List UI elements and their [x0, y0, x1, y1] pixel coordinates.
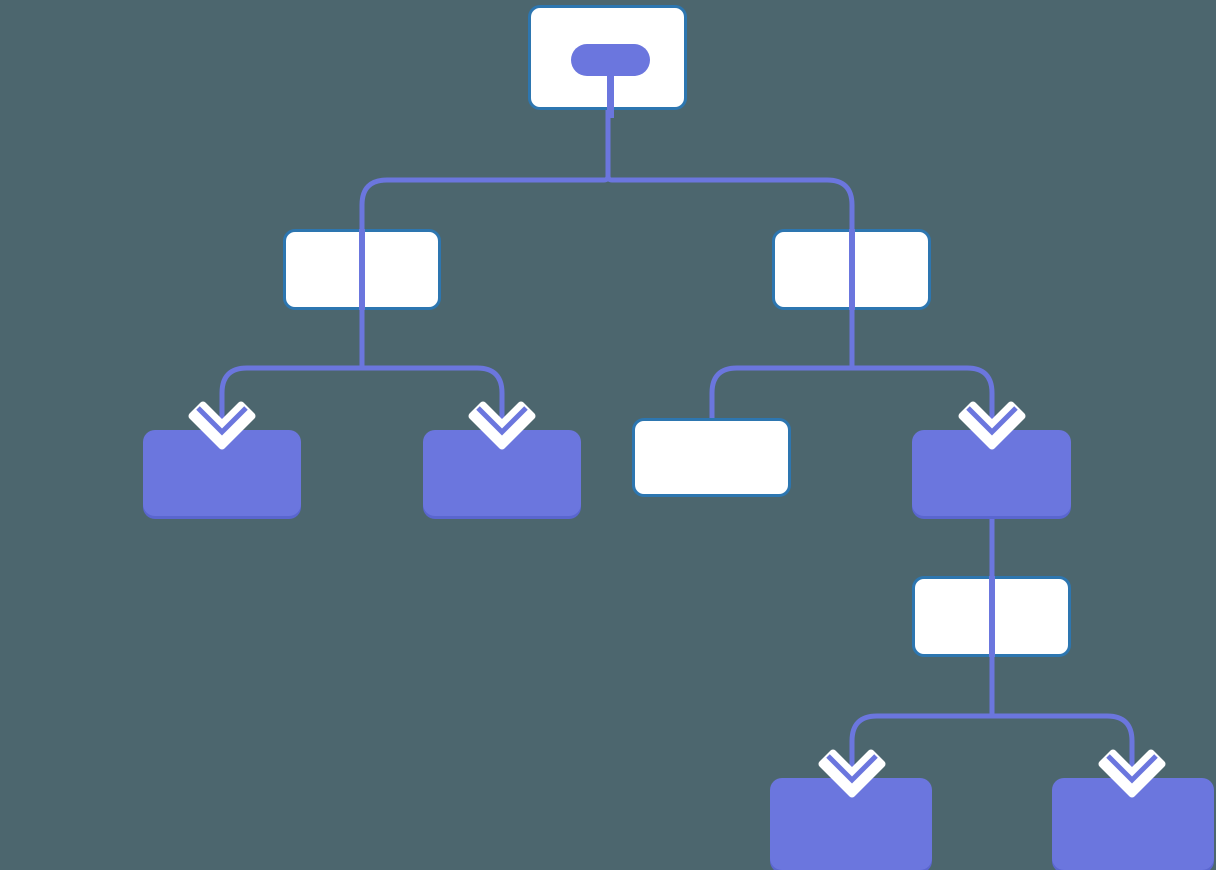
inner-line-n2	[359, 229, 365, 310]
leaf-node-2[interactable]	[423, 430, 581, 516]
root-stem-icon	[607, 68, 614, 118]
edge-left-branch-to-leaf-2	[359, 310, 505, 436]
inner-line-n8	[989, 576, 995, 657]
edge-sub-branch-to-leaf-3	[849, 657, 995, 784]
edge-right-branch-to-purple	[849, 310, 995, 436]
edge-left-branch-to-leaf-1	[219, 310, 365, 436]
edge-sub-branch-to-leaf-4	[989, 657, 1135, 784]
purple-parent-node[interactable]	[912, 430, 1071, 516]
inner-line-n3	[849, 229, 855, 310]
leaf-node-1[interactable]	[143, 430, 301, 516]
leaf-node-3[interactable]	[770, 778, 932, 870]
leaf-node-4[interactable]	[1052, 778, 1214, 870]
edge-right-branch-to-plain	[709, 310, 855, 418]
root-node[interactable]	[528, 5, 687, 118]
edge-root-to-right-branch	[605, 110, 855, 229]
plain-node[interactable]	[632, 418, 791, 497]
